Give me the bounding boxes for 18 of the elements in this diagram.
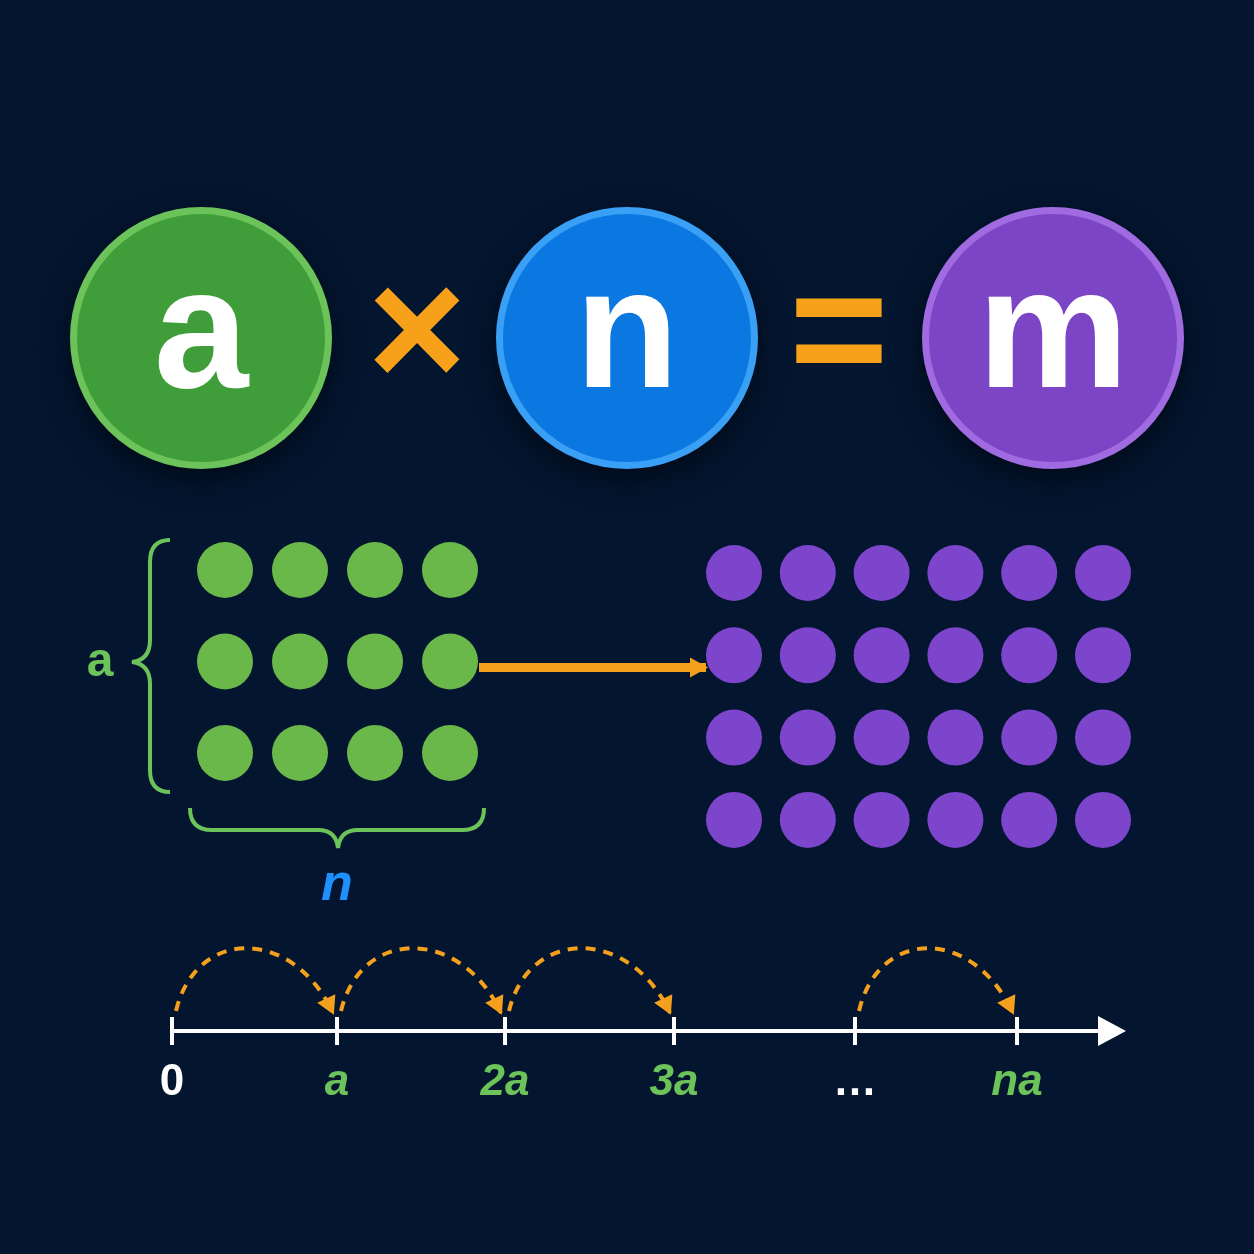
tick-label: 3a	[649, 1055, 699, 1105]
arrow	[174, 946, 335, 1015]
tick-label: …	[833, 1055, 877, 1105]
equals-sign: =	[788, 232, 890, 425]
variable-letter: a	[153, 243, 249, 413]
arrow	[507, 946, 672, 1015]
tick-label: 0	[159, 1055, 185, 1105]
brace-label: a	[85, 632, 115, 688]
brace-label: n	[320, 852, 354, 912]
variable-letter: n	[575, 243, 679, 413]
times-sign: ×	[366, 232, 468, 425]
tick-label: 2a	[480, 1055, 530, 1105]
tick-label: a	[324, 1055, 350, 1105]
arrow	[857, 946, 1015, 1015]
arrow	[479, 657, 708, 678]
variable-letter: m	[977, 243, 1129, 413]
arrow	[339, 946, 503, 1015]
tick-label: na	[991, 1055, 1043, 1105]
